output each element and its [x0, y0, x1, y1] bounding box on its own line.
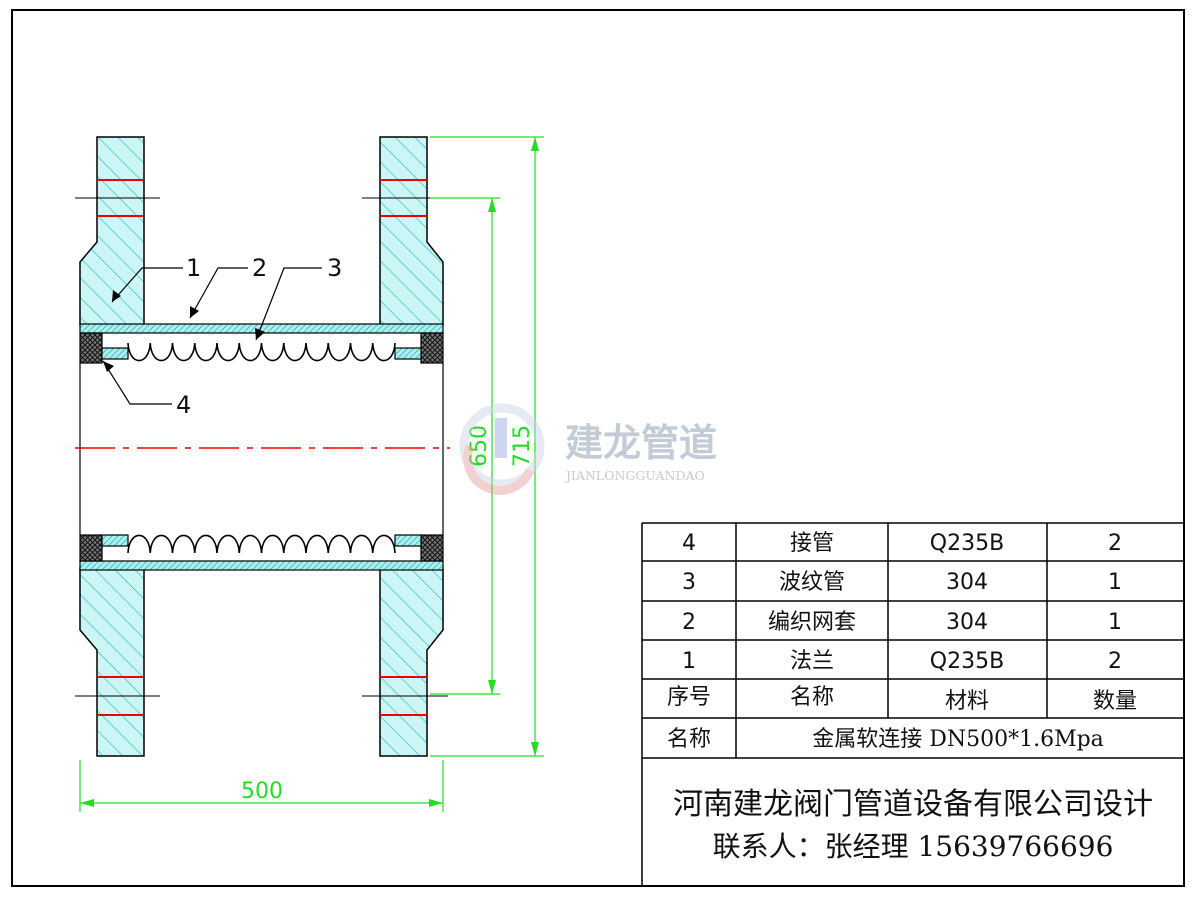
company-name: 河南建龙阀门管道设备有限公司设计: [673, 787, 1153, 822]
contact-info: 联系人：张经理 15639766696: [713, 830, 1114, 863]
dimension-width: 500: [241, 779, 283, 804]
bom-row-1-name: 法兰: [790, 649, 834, 674]
callout-1: 1: [186, 254, 201, 282]
leader-lines: [102, 267, 322, 405]
pipe-end-left-top: [79, 332, 129, 364]
bom-row-1-no: 1: [682, 649, 696, 674]
bom-row-4-name: 接管: [790, 531, 834, 556]
bom-row-4-no: 4: [682, 531, 696, 556]
watermark-logo: [459, 403, 545, 495]
watermark-name: 建龙管道: [565, 421, 717, 465]
flange-right-bottom: [362, 567, 448, 757]
bom-row-3-material: 304: [946, 570, 988, 595]
bom-row-2-qty: 1: [1108, 610, 1122, 635]
callout-3: 3: [327, 254, 342, 282]
bom-row-2-material: 304: [946, 610, 988, 635]
flange-right-top: [362, 136, 448, 326]
bom-header-no: 序号: [667, 685, 711, 710]
pipe-end-left-bottom: [79, 534, 129, 562]
bom-row-1-material: Q235B: [930, 649, 1004, 674]
bom-row-3-qty: 1: [1108, 570, 1122, 595]
bellows-bottom: [127, 534, 396, 554]
bom-row-2-no: 2: [682, 610, 696, 635]
dimension-inner: 650: [467, 425, 492, 467]
watermark-pinyin: JIANLONGGUANDAO: [564, 468, 705, 483]
bom-header-material: 材料: [945, 689, 989, 714]
bom-table: [641, 522, 1184, 886]
bom-row-1-qty: 2: [1108, 649, 1122, 674]
bom-row-4-qty: 2: [1108, 531, 1122, 556]
callout-2: 2: [252, 254, 267, 282]
braided-sleeve-bottom: [79, 560, 444, 571]
pipe-end-right-bottom: [394, 534, 444, 562]
watermark: 建龙管道 JIANLONGGUANDAO: [459, 403, 717, 495]
bom-row-4-material: Q235B: [930, 531, 1004, 556]
callout-4: 4: [176, 391, 191, 419]
title-label: 名称: [667, 727, 711, 752]
bom-row-3-name: 波纹管: [779, 570, 845, 595]
flange-left-bottom: [75, 567, 160, 757]
bom-row-2-name: 编织网套: [768, 610, 856, 635]
dimension-lines: [79, 136, 544, 812]
pipe-end-right-top: [394, 332, 444, 364]
bom-header-name: 名称: [790, 685, 834, 710]
bom-row-3-no: 3: [682, 570, 696, 595]
sheet-border: [11, 9, 1185, 887]
bom-header-qty: 数量: [1093, 689, 1137, 714]
title-value: 金属软连接 DN500*1.6Mpa: [812, 727, 1104, 752]
bellows-top: [127, 342, 396, 362]
dimension-outer: 715: [510, 425, 535, 467]
